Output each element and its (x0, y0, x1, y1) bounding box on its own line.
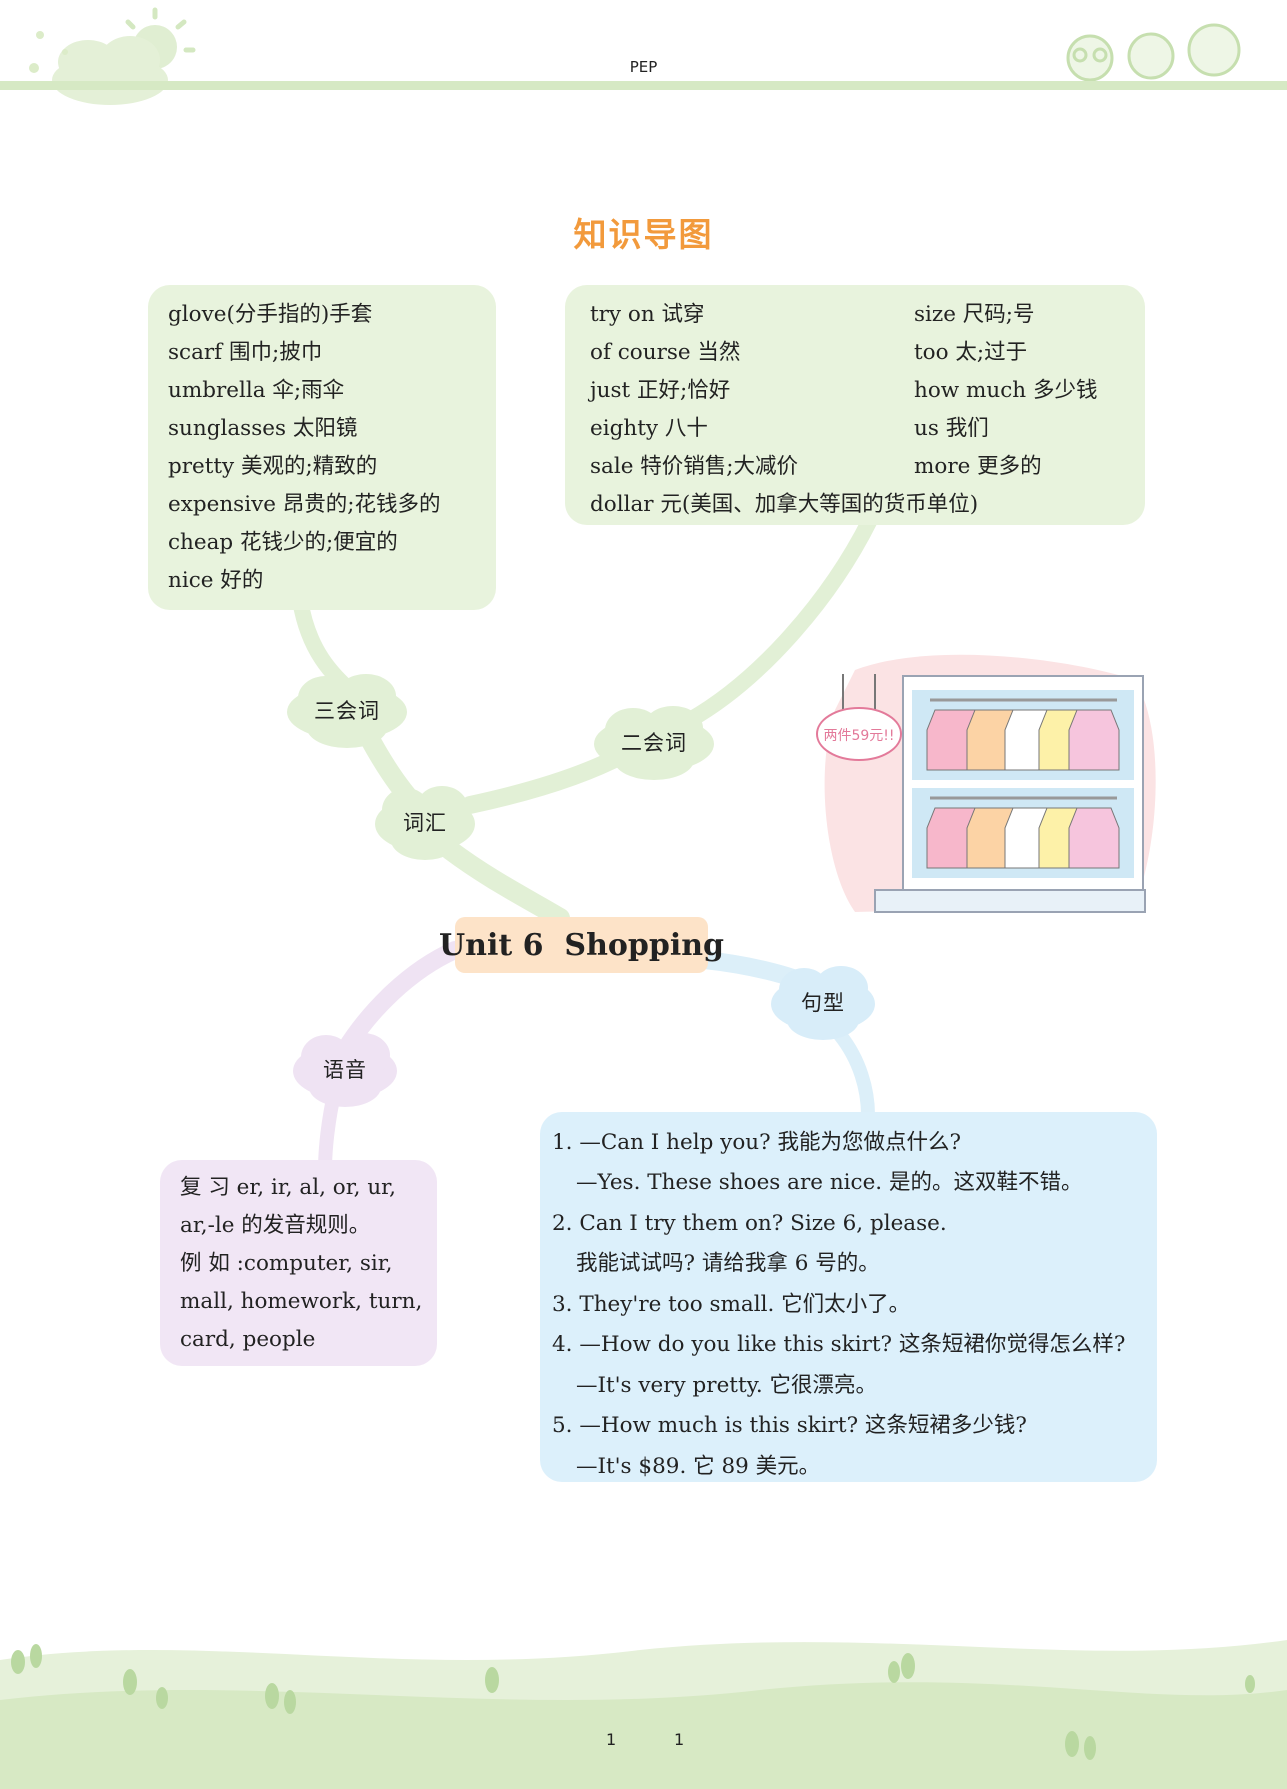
phonics-line: 复 习 er, ir, al, or, ur, (180, 1175, 396, 1200)
branch-sentences-box (833, 1028, 875, 1122)
upper-clothes-icon (926, 698, 1120, 771)
cloud-shape (594, 706, 714, 780)
phonics-line: mall, homework, turn, (180, 1289, 423, 1314)
branch-vocab-unit (440, 840, 570, 928)
clothing-store-illustration: 两件59元!! (816, 654, 1156, 913)
word-item: eighty 八十 (590, 416, 708, 441)
phonics-box: 复 习 er, ir, al, or, ur, ar,-le 的发音规则。 例 … (160, 1160, 437, 1366)
word-item: dollar 元(美国、加拿大等国的货币单位) (590, 492, 979, 517)
header-line (0, 81, 1287, 90)
word-item: scarf 围巾;披巾 (168, 340, 323, 365)
word-item: sale 特价销售;大减价 (590, 454, 799, 479)
word-item: cheap 花钱少的;便宜的 (168, 530, 398, 555)
page-number-left: 1 (606, 1730, 617, 1749)
sentence-line: 4. —How do you like this skirt? 这条短裙你觉得怎… (552, 1332, 1126, 1357)
price-sign-text: 两件59元!! (823, 728, 894, 744)
branch-label-sanhui: 三会词 (314, 699, 380, 723)
phonics-line: ar,-le 的发音规则。 (180, 1213, 371, 1238)
branch-label-sentences: 句型 (801, 991, 845, 1015)
word-item: pretty 美观的;精致的 (168, 454, 378, 479)
branch-erhui-box (682, 512, 878, 728)
word-item: too 太;过于 (914, 340, 1028, 365)
sentence-line: —Yes. These shoes are nice. 是的。这双鞋不错。 (576, 1170, 1083, 1195)
lower-clothes-icon (926, 796, 1120, 869)
cloud-sanhui: 三会词 (278, 668, 416, 752)
price-sign (816, 707, 902, 761)
cloud-vocab: 词汇 (366, 780, 484, 864)
word-item: glove(分手指的)手套 (168, 302, 373, 327)
word-item: just 正好;恰好 (590, 378, 731, 403)
sentence-line: 1. —Can I help you? 我能为您做点什么? (552, 1130, 961, 1155)
word-item: more 更多的 (914, 454, 1042, 479)
sanhui-words-box: glove(分手指的)手套 scarf 围巾;披巾 umbrella 伞;雨伞 … (148, 285, 496, 610)
header-label: PEP (629, 58, 658, 76)
star-icon (29, 31, 68, 73)
cloud-erhui: 二会词 (585, 700, 723, 784)
branch-label-phonics: 语音 (323, 1058, 367, 1082)
sentences-box: 1. —Can I help you? 我能为您做点什么? —Yes. Thes… (540, 1112, 1157, 1482)
phonics-line: 例 如 :computer, sir, (180, 1251, 393, 1276)
unit-title: Unit 6 Shopping (439, 917, 724, 973)
cloud-shape (287, 674, 407, 748)
word-item: how much 多少钱 (914, 378, 1098, 403)
sentence-line: —It's very pretty. 它很漂亮。 (576, 1373, 878, 1398)
word-item: of course 当然 (590, 340, 741, 365)
cloud-shape (375, 786, 475, 860)
branch-label-erhui: 二会词 (621, 731, 687, 755)
sentence-line: 3. They're too small. 它们太小了。 (552, 1292, 911, 1317)
animal-faces-icon (1066, 23, 1241, 82)
sentence-line: —It's $89. 它 89 美元。 (576, 1454, 821, 1479)
word-item: size 尺码;号 (914, 302, 1035, 327)
word-item: try on 试穿 (590, 302, 705, 327)
tree-icon (11, 1644, 1255, 1760)
shelf-base (874, 889, 1146, 913)
sentence-line: 我能试试吗? 请给我拿 6 号的。 (576, 1251, 880, 1276)
word-item: us 我们 (914, 416, 989, 441)
cloud-shape (771, 966, 875, 1040)
word-item: expensive 昂贵的;花钱多的 (168, 492, 441, 517)
cloud-icon (52, 36, 168, 105)
word-item: umbrella 伞;雨伞 (168, 378, 345, 403)
branch-label-vocab: 词汇 (403, 811, 447, 835)
word-item: nice 好的 (168, 568, 264, 593)
sentence-line: 5. —How much is this skirt? 这条短裙多少钱? (552, 1413, 1027, 1438)
cloud-sentences: 句型 (762, 960, 884, 1044)
cloud-phonics: 语音 (284, 1027, 406, 1111)
footer-landscape (0, 1640, 1287, 1789)
cloud-shape (293, 1033, 397, 1107)
page-number-right: 1 (674, 1730, 685, 1749)
sentence-line: 2. Can I try them on? Size 6, please. (552, 1211, 947, 1236)
erhui-words-box: try on 试穿 of course 当然 just 正好;恰好 eighty… (565, 285, 1145, 525)
header-decoration (29, 7, 1241, 105)
word-item: sunglasses 太阳镜 (168, 416, 358, 441)
phonics-line: card, people (180, 1327, 316, 1352)
page-title: 知识导图 (573, 215, 714, 254)
